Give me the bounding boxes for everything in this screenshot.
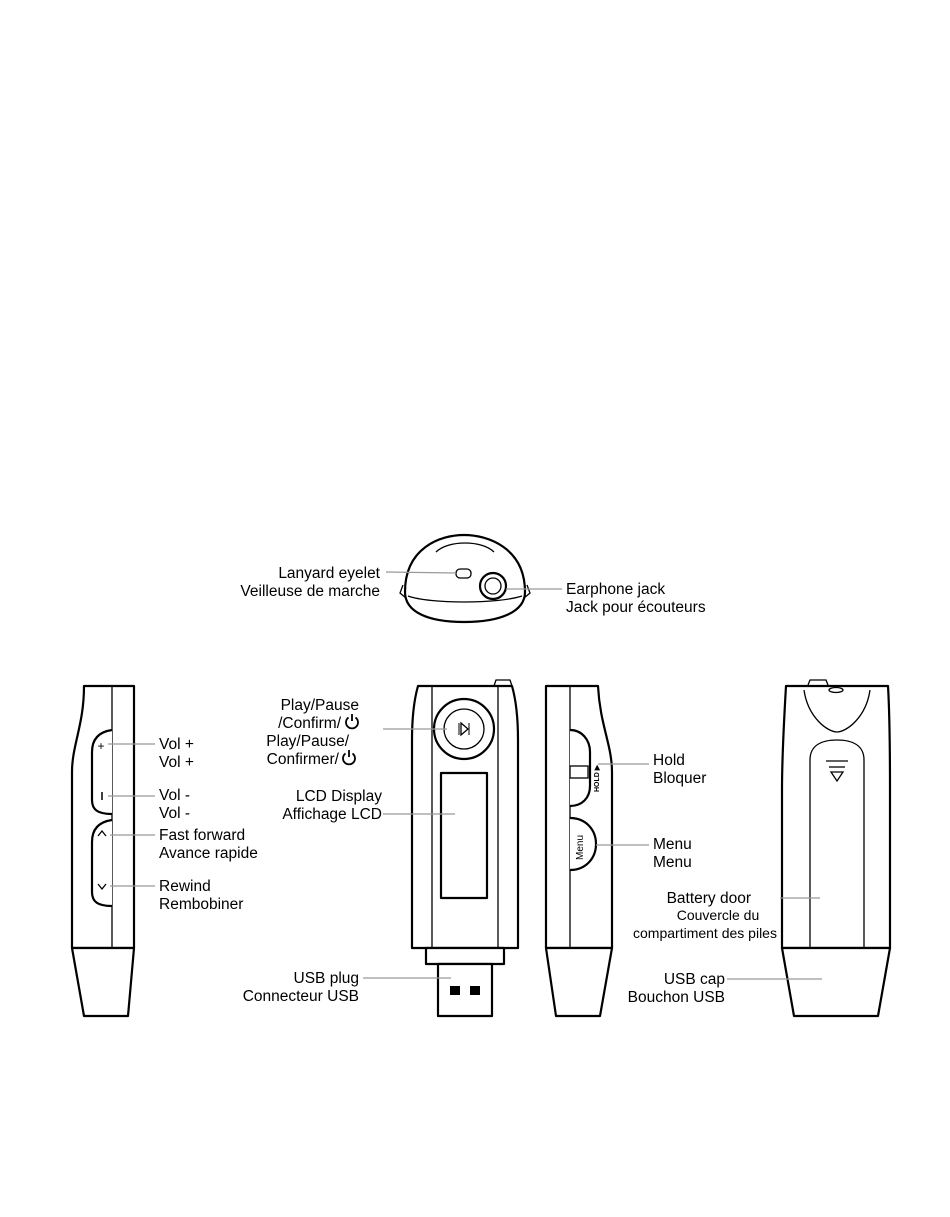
chevron-up-icon — [97, 829, 107, 837]
rewind-label-en: Rewind — [159, 878, 211, 895]
usb-plug — [436, 962, 494, 1018]
fast-forward-label-en: Fast forward — [159, 827, 245, 844]
usb-cap-label-fr: Bouchon USB — [628, 989, 725, 1006]
lcd-label-fr: Affichage LCD — [282, 806, 382, 823]
earphone-jack — [478, 571, 508, 601]
play-label-en1: Play/Pause — [281, 697, 359, 714]
play-label-fr2: Confirmer/ — [267, 751, 340, 768]
play-label-en2: /Confirm/ — [278, 715, 342, 732]
usb-plug-label-en: USB plug — [294, 970, 359, 987]
hold-label-en: Hold — [653, 752, 685, 769]
top-view — [399, 533, 531, 624]
back-view — [780, 679, 892, 1018]
earphone-label-en: Earphone jack — [566, 581, 665, 598]
vol-minus-label-en: Vol - — [159, 787, 190, 804]
lanyard-label-fr: Veilleuse de marche — [240, 583, 380, 600]
battery-door — [809, 739, 865, 948]
vol-minus-label-fr: Vol - — [159, 805, 190, 822]
menu-label-en: Menu — [653, 836, 692, 853]
menu-label-fr: Menu — [653, 854, 692, 871]
earphone-label-fr: Jack pour écouteurs — [566, 599, 706, 616]
vol-plus-label-en: Vol + — [159, 736, 194, 753]
rewind-label-fr: Rembobiner — [159, 896, 243, 913]
lanyard-label-en: Lanyard eyelet — [278, 565, 380, 582]
vol-plus-label-fr: Vol + — [159, 754, 194, 771]
plus-icon: + — [97, 739, 104, 753]
front-view — [410, 679, 520, 1018]
play-label-fr1: Play/Pause/ — [266, 733, 349, 750]
power-icon — [342, 750, 356, 766]
play-pause-icon — [458, 721, 470, 737]
battery-label-fr1: Couvercle du — [677, 907, 760, 923]
left-side-view: + — [70, 684, 136, 1018]
lcd-display — [439, 771, 489, 900]
right-side-view: HOLD ▶ Menu — [544, 684, 614, 1018]
battery-label-fr2: compartiment des piles — [633, 925, 777, 941]
battery-label-en: Battery door — [667, 890, 751, 907]
hold-switch-text: HOLD ▶ — [594, 764, 601, 792]
chevron-down-icon — [97, 883, 107, 891]
lcd-label-en: LCD Display — [296, 788, 382, 805]
hold-label-fr: Bloquer — [653, 770, 706, 787]
usb-cap-label-en: USB cap — [664, 971, 725, 988]
power-icon — [345, 714, 359, 730]
usb-plug-label-fr: Connecteur USB — [243, 988, 359, 1005]
lanyard-eyelet — [455, 568, 472, 579]
menu-button — [569, 816, 598, 872]
menu-button-text: Menu — [575, 835, 586, 860]
fast-forward-label-fr: Avance rapide — [159, 845, 258, 862]
hold-switch — [569, 728, 592, 808]
triangle-down-icon — [829, 771, 845, 783]
